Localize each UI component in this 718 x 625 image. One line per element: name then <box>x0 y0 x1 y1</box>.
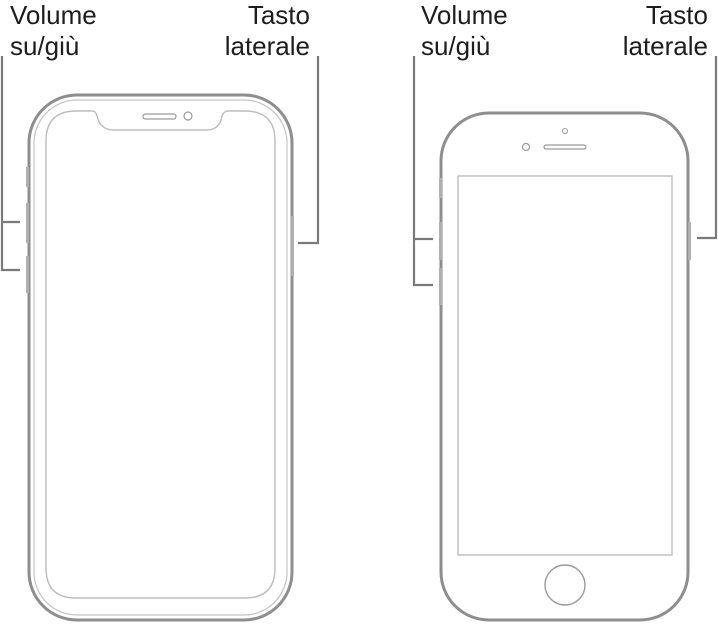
speaker-icon <box>142 113 177 120</box>
volume-label-line2: su/giù <box>421 31 491 61</box>
side-label-line2: laterale <box>224 31 310 61</box>
phone-a-volume-label: Volume su/giù <box>10 0 97 62</box>
leader-lines <box>0 56 718 287</box>
phone-b-side-label: Tasto laterale <box>623 0 708 62</box>
speaker-icon <box>543 144 587 150</box>
phone-a-face-id <box>26 93 294 622</box>
volume-label-line1: Volume <box>421 0 508 30</box>
home-button-icon <box>544 564 586 606</box>
phone-b-home-button <box>439 111 691 622</box>
phone-a-side-label: Tasto laterale <box>225 0 310 62</box>
sensor-icon <box>562 128 568 134</box>
side-label-line1: Tasto <box>247 0 310 30</box>
phone-b-volume-label: Volume su/giù <box>421 0 508 62</box>
side-label-line1: Tasto <box>645 0 708 30</box>
camera-icon <box>183 111 193 121</box>
side-buttons <box>26 167 294 293</box>
camera-icon <box>521 142 531 152</box>
side-label-line2: laterale <box>622 31 708 61</box>
volume-label-line2: su/giù <box>10 31 80 61</box>
side-buttons <box>439 178 691 305</box>
volume-label-line1: Volume <box>10 0 97 30</box>
